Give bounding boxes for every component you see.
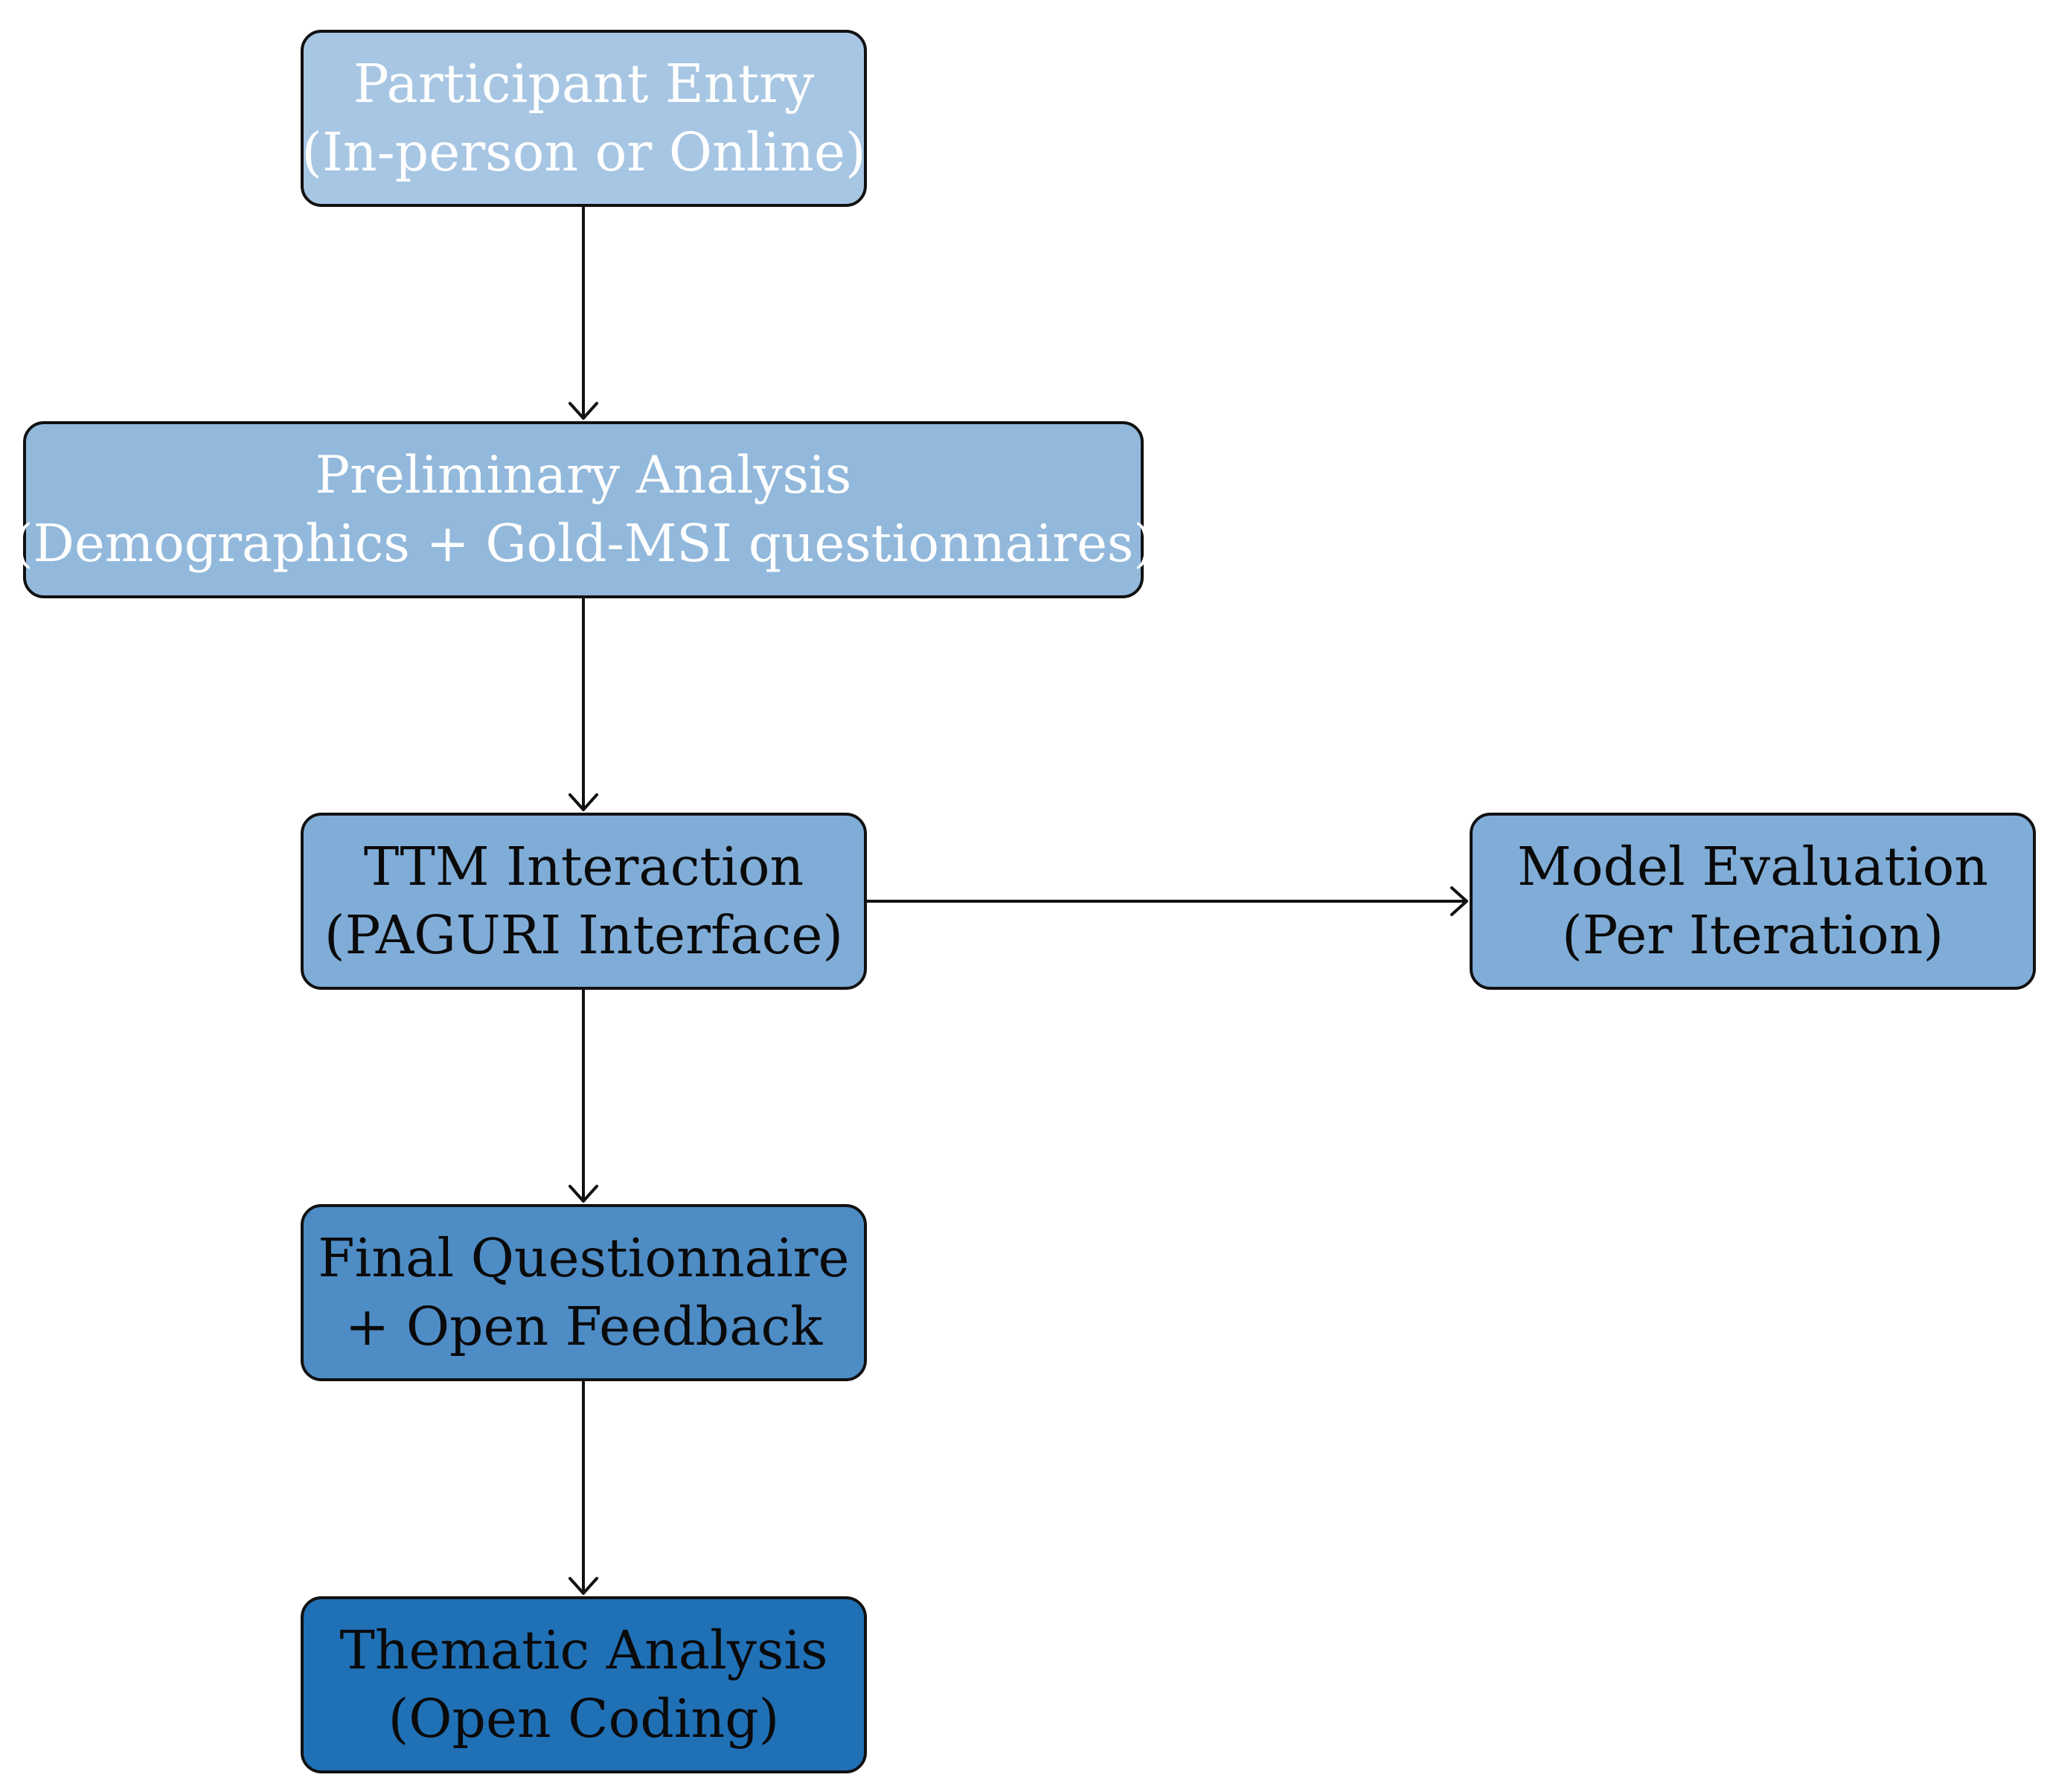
node-thematic-analysis: Thematic Analysis (Open Coding)	[301, 1596, 867, 1773]
arrowhead-icon	[568, 402, 598, 420]
edge-preliminary-to-ttm	[568, 597, 598, 811]
node-subtitle: (In-person or Online)	[301, 121, 866, 183]
node-title: Model Evaluation	[1517, 836, 1988, 897]
node-ttm-interaction: TTM Interaction (PAGURI Interface)	[301, 813, 867, 990]
node-preliminary-analysis: Preliminary Analysis (Demographics + Gol…	[13, 421, 1153, 598]
node-subtitle: + Open Feedback	[345, 1296, 823, 1357]
arrowhead-icon	[568, 1185, 598, 1203]
node-participant-entry: Participant Entry (In-person or Online)	[301, 30, 867, 207]
node-title: Final Questionnaire	[318, 1227, 850, 1289]
node-model-evaluation: Model Evaluation (Per Iteration)	[1470, 813, 2036, 990]
edge-ttm-to-final-questionnaire	[568, 988, 598, 1203]
node-subtitle: (Per Iteration)	[1561, 904, 1944, 966]
node-subtitle: (Demographics + Gold-MSI questionnaires)	[13, 514, 1154, 574]
node-title: Participant Entry	[353, 53, 815, 115]
arrowhead-icon	[568, 793, 598, 811]
node-final-questionnaire: Final Questionnaire + Open Feedback	[301, 1204, 867, 1381]
arrowhead-icon	[568, 1577, 598, 1595]
edge-final-questionnaire-to-thematic	[568, 1380, 598, 1595]
edge-participant-to-preliminary	[568, 205, 598, 420]
node-subtitle: (Open Coding)	[388, 1688, 780, 1750]
edge-ttm-to-model-evaluation	[865, 886, 1468, 916]
arrowhead-icon	[1450, 886, 1468, 916]
node-subtitle: (PAGURI Interface)	[324, 904, 844, 966]
node-title: Preliminary Analysis	[315, 446, 852, 505]
node-title: Thematic Analysis	[339, 1619, 828, 1681]
node-title: TTM Interaction	[363, 836, 804, 897]
